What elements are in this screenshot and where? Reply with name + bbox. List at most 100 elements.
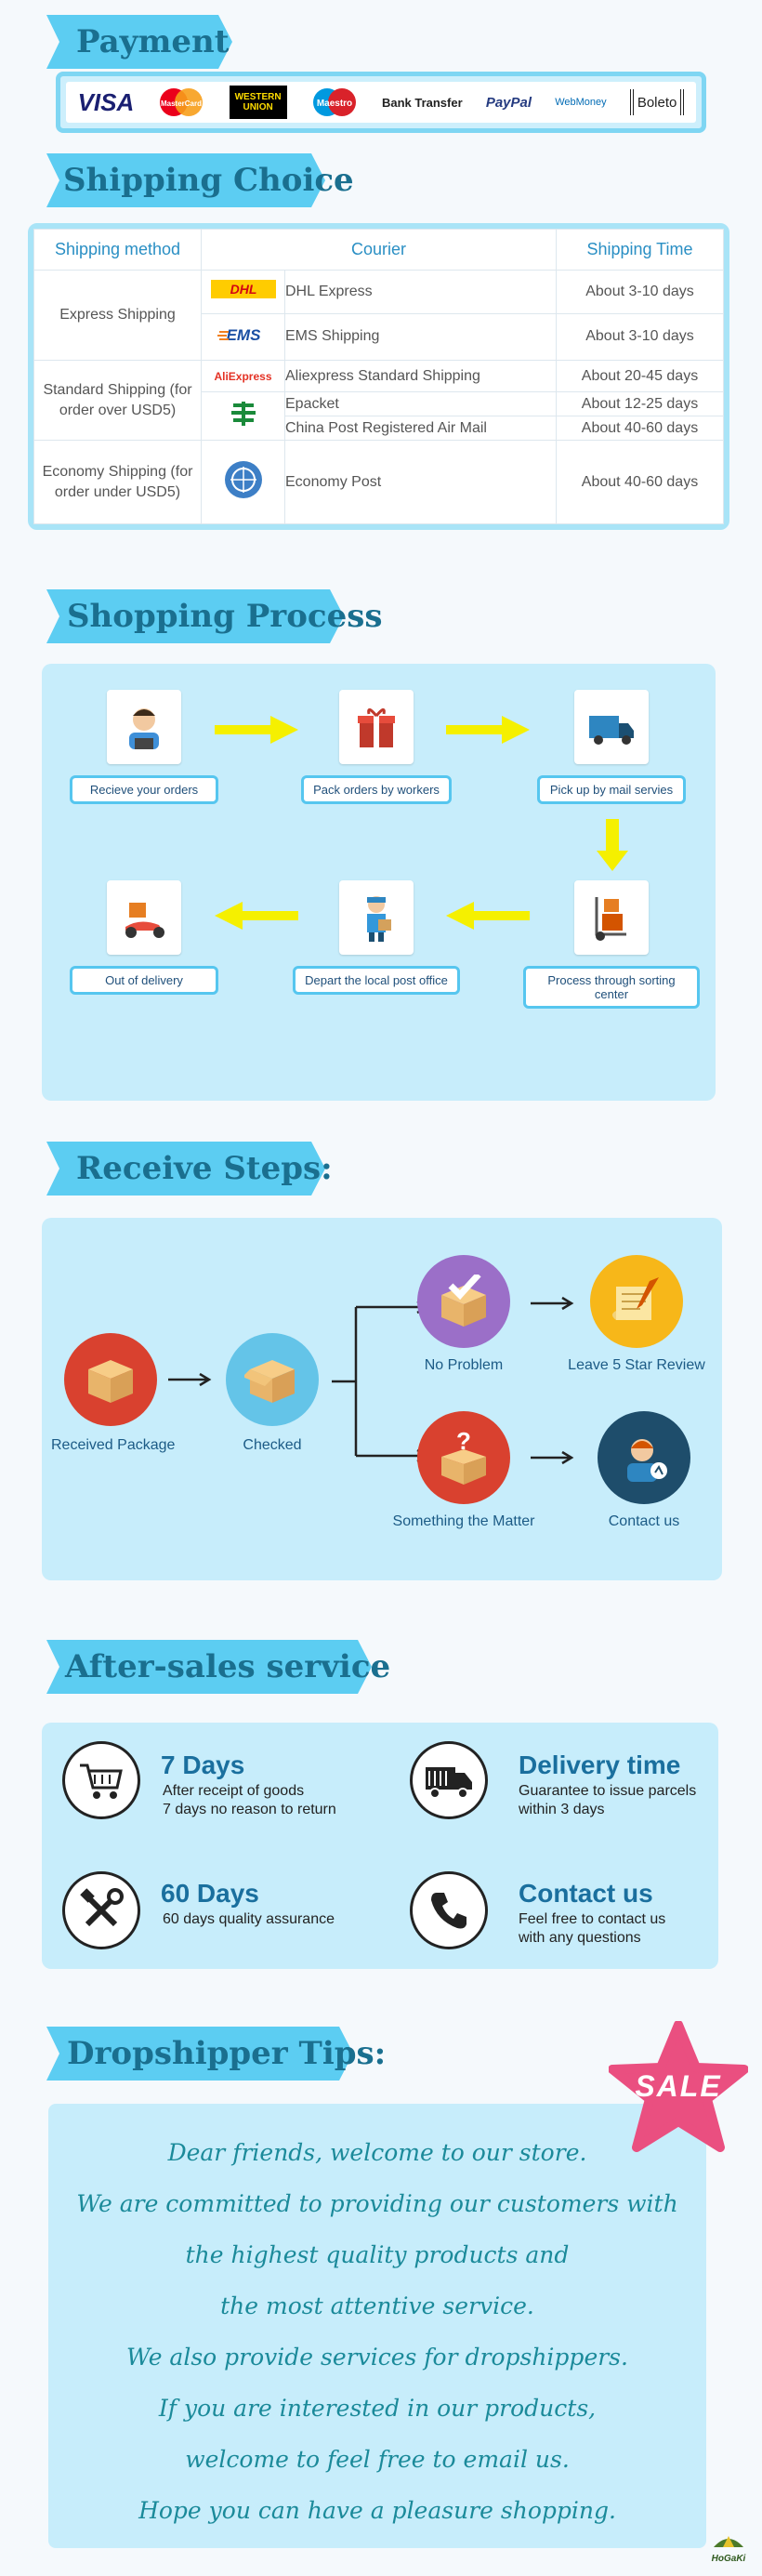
package-icon <box>64 1333 157 1426</box>
tip-line: the highest quality products and <box>185 2241 570 2268</box>
table-row: Standard Shipping (for order over USD5) … <box>33 359 724 442</box>
tip-line: welcome to feel free to email us. <box>185 2446 570 2473</box>
arrow-right-icon <box>531 1296 577 1315</box>
brand-logo: HoGaKi <box>704 2530 753 2568</box>
svg-text:?: ? <box>456 1429 471 1455</box>
aftersales-title: After-sales service <box>65 1648 391 1685</box>
dhl-logo: DHL <box>201 270 285 314</box>
paypal-logo: PayPal <box>485 94 532 111</box>
arrow-right-icon <box>531 1450 577 1470</box>
courier-cell: Economy Post <box>284 440 557 524</box>
process-step-label: Process through sorting center <box>523 966 700 1009</box>
tip-line: Hope you can have a pleasure shopping. <box>138 2497 616 2524</box>
aftersales-banner: After-sales service <box>46 1640 390 1694</box>
service-text: 60 days quality assurance <box>163 1910 335 1929</box>
service-text: Guarantee to issue parcels within 3 days <box>519 1782 696 1819</box>
tools-icon <box>62 1871 140 1949</box>
boleto-logo: Boleto <box>629 89 685 115</box>
arrow-right-icon <box>215 716 298 748</box>
shipping-table: Shipping method Courier Shipping Time Ex… <box>33 229 724 524</box>
payment-banner: Payment <box>46 15 232 69</box>
aliexpress-logo: AliExpress <box>201 359 285 393</box>
time-cell: About 3-10 days <box>556 312 724 362</box>
truck-icon <box>410 1741 488 1819</box>
tip-line: the most attentive service. <box>220 2292 534 2319</box>
service-title: 7 Days <box>161 1750 245 1779</box>
webmoney-logo: WebMoney <box>555 97 607 108</box>
china-post-icon <box>201 391 285 442</box>
express-method-cell: Express Shipping <box>33 270 202 361</box>
receive-title: Receive Steps: <box>76 1150 333 1187</box>
table-row: China Post Registered Air Mail About 40-… <box>34 416 724 442</box>
courier-cell: DHL Express <box>284 270 557 314</box>
process-step-sorting: Process through sorting center <box>523 880 700 1009</box>
arrow-left-icon <box>446 902 530 934</box>
courier-person-icon <box>339 880 414 955</box>
service-text-line: with any questions <box>519 1930 641 1946</box>
service-text-line: 60 days quality assurance <box>163 1911 335 1927</box>
time-cell: About 12-25 days <box>556 391 724 417</box>
hand-truck-icon <box>574 880 649 955</box>
arrow-right-icon <box>446 716 530 748</box>
svg-text:DHL: DHL <box>230 282 256 297</box>
svg-text:EMS: EMS <box>226 326 261 344</box>
scooter-icon <box>107 880 181 955</box>
table-row: EMS EMS Shipping About 3-10 days <box>34 312 724 362</box>
table-row: Express Shipping DHL DHL Express About 3… <box>33 270 724 361</box>
shipping-banner: Shipping Choice <box>46 153 354 207</box>
review-label: Leave 5 Star Review <box>568 1357 705 1373</box>
courier-cell: Epacket <box>284 391 557 417</box>
operator-icon <box>107 690 181 764</box>
contact-us-label: Contact us <box>608 1513 680 1529</box>
no-problem-icon <box>417 1255 510 1348</box>
table-row: Epacket About 12-25 days <box>34 391 724 442</box>
shipping-table-box: Shipping method Courier Shipping Time Ex… <box>28 223 729 530</box>
process-banner: Shopping Process <box>46 589 383 643</box>
something-matter-label: Something the Matter <box>392 1513 535 1529</box>
tip-line: If you are interested in our products, <box>158 2395 597 2422</box>
tips-title: Dropshipper Tips: <box>67 2035 387 2072</box>
service-title: Delivery time <box>519 1750 681 1779</box>
service-text-line: within 3 days <box>519 1802 605 1817</box>
process-step-label: Depart the local post office <box>293 966 460 995</box>
arrow-down-icon <box>597 819 628 876</box>
checked-package-icon <box>226 1333 319 1426</box>
service-text: After receipt of goods 7 days no reason … <box>163 1782 336 1819</box>
sale-badge: SALE <box>608 2020 749 2156</box>
tip-line: We also provide services for dropshipper… <box>126 2344 628 2371</box>
arrow-right-icon <box>168 1372 215 1392</box>
mastercard-logo: MasterCard <box>157 86 205 119</box>
maestro-logo: Maestro <box>310 86 359 119</box>
bank-transfer-logo: Bank Transfer <box>381 95 463 110</box>
process-step-pack: Pack orders by workers <box>293 690 460 804</box>
tip-line: We are committed to providing our custom… <box>76 2190 678 2217</box>
courier-cell: Aliexpress Standard Shipping <box>284 359 557 393</box>
payment-title: Payment <box>76 23 230 60</box>
header-shipping-method: Shipping method <box>33 229 202 271</box>
economy-method-cell: Economy Shipping (for order under USD5) <box>33 440 202 524</box>
truck-icon <box>574 690 649 764</box>
service-text-line: Guarantee to issue parcels <box>519 1783 697 1799</box>
process-step-depart: Depart the local post office <box>293 880 460 995</box>
checked-label: Checked <box>243 1437 302 1453</box>
sale-text: SALE <box>635 2069 722 2103</box>
time-cell: About 3-10 days <box>556 270 724 314</box>
support-agent-icon <box>598 1411 690 1504</box>
shipping-title: Shipping Choice <box>63 162 354 199</box>
process-step-label: Pack orders by workers <box>301 775 452 804</box>
time-cell: About 40-60 days <box>556 416 724 442</box>
svg-text:Maestro: Maestro <box>317 99 352 109</box>
courier-cell: EMS Shipping <box>284 312 557 362</box>
service-text-line: 7 days no reason to return <box>163 1802 336 1817</box>
process-step-out-of-delivery: Out of delivery <box>60 880 228 995</box>
question-package-icon: ? <box>417 1411 510 1504</box>
receive-banner: Receive Steps: <box>46 1142 333 1196</box>
process-step-receive: Recieve your orders <box>60 690 228 804</box>
payment-methods-box: VISA MasterCard WESTERN UNION Maestro Ba… <box>56 72 706 133</box>
service-title: 60 Days <box>161 1879 259 1908</box>
time-cell: About 20-45 days <box>556 359 724 393</box>
ems-logo: EMS <box>201 312 285 362</box>
header-courier: Courier <box>201 229 557 271</box>
un-emblem-icon <box>201 440 285 524</box>
received-package-label: Received Package <box>51 1437 176 1453</box>
